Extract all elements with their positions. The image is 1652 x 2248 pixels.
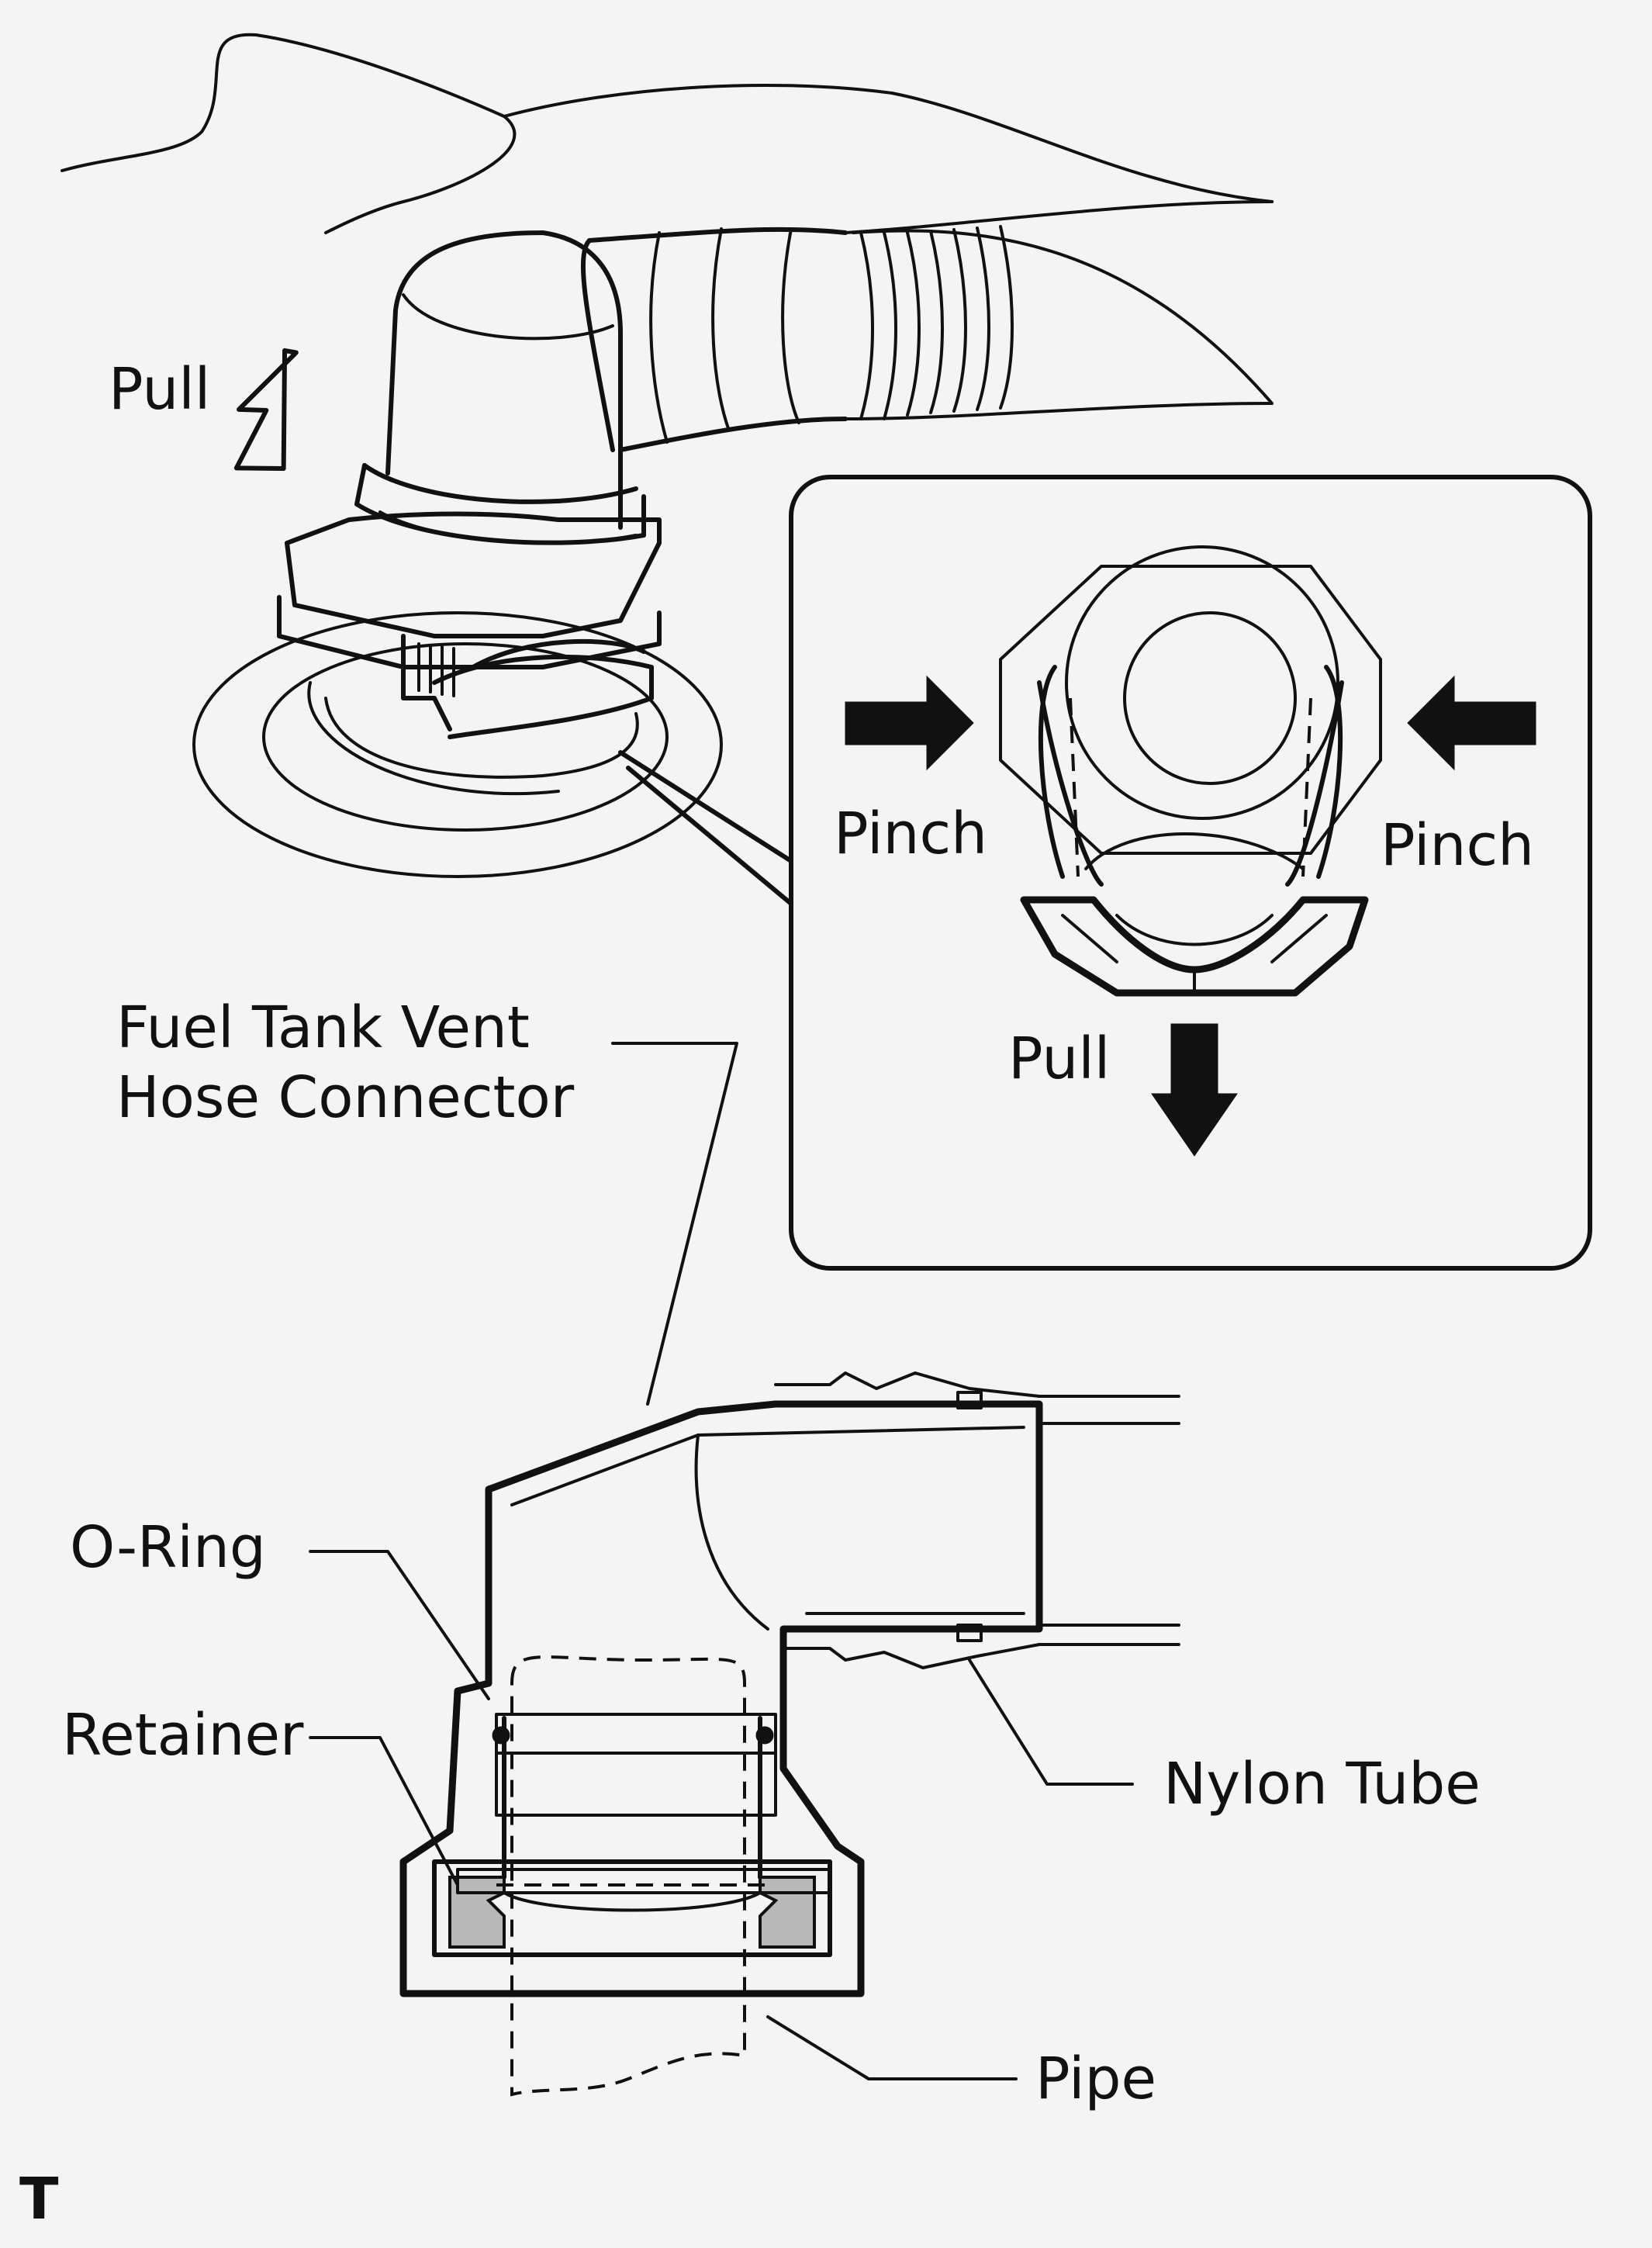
pipe-label: Pipe (1035, 2046, 1156, 2112)
pull-top-label: Pull (109, 356, 210, 423)
pipe-leader (766, 2015, 1018, 2080)
retainer-clip-detail (999, 545, 1382, 997)
retainer-leader (309, 1736, 459, 1887)
connector-label-line1: Fuel Tank Vent (116, 994, 530, 1061)
connector-label-line2: Hose Connector (116, 1064, 575, 1131)
pinch-left-arrow-icon (845, 675, 974, 771)
retainer-detail-box (789, 475, 1592, 1271)
pull-detail-label: Pull (1008, 1025, 1110, 1092)
connector-cross-section (399, 1371, 1180, 2097)
nylon-tube-label: Nylon Tube (1163, 1751, 1481, 1817)
tank-body-outline (60, 33, 1274, 405)
o-ring-leader (309, 1550, 490, 1700)
pull-up-arrow-icon (233, 348, 299, 471)
vent-hose (580, 200, 1274, 452)
pinch-right-arrow-icon (1407, 675, 1536, 771)
connector-leader (611, 1042, 738, 1406)
retainer-housing (277, 511, 662, 739)
corner-mark: T (19, 2166, 59, 2232)
pinch-right-label: Pinch (1381, 812, 1534, 879)
pinch-left-label: Pinch (834, 801, 987, 867)
nylon-tube-leader (968, 1658, 1134, 1786)
tank-flange (192, 611, 723, 878)
retainer-label: Retainer (62, 1702, 304, 1769)
pull-down-arrow-icon (1151, 1023, 1238, 1157)
o-ring-label: O-Ring (70, 1514, 266, 1581)
